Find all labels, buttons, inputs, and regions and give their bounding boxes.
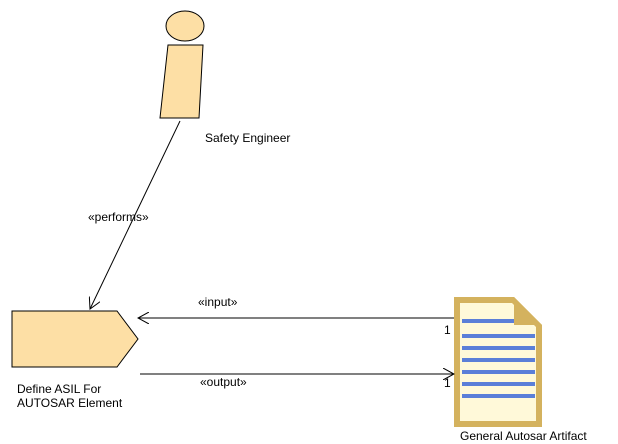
task-label: Define ASIL For AUTOSAR Element (17, 382, 167, 410)
task-label-line-2: AUTOSAR Element (17, 396, 123, 410)
performs-stereotype-label: «performs» (88, 210, 149, 224)
output-stereotype-label: «output» (200, 375, 247, 389)
role-safety-engineer[interactable] (159, 10, 205, 119)
input-stereotype-label: «input» (198, 295, 238, 309)
artifact-label: General Autosar Artifact (460, 429, 587, 443)
input-multiplicity: 1 (444, 323, 451, 337)
task-label-line-1: Define ASIL For (17, 382, 102, 396)
task-define-asil[interactable] (11, 310, 139, 368)
work-product-document-icon (454, 297, 542, 427)
task-definition-icon (11, 310, 139, 368)
artifact-general-autosar[interactable] (454, 297, 542, 427)
role-label: Safety Engineer (205, 131, 291, 145)
output-multiplicity: 1 (444, 376, 451, 390)
edge-performs[interactable] (90, 120, 181, 309)
process-role-icon (159, 10, 205, 119)
